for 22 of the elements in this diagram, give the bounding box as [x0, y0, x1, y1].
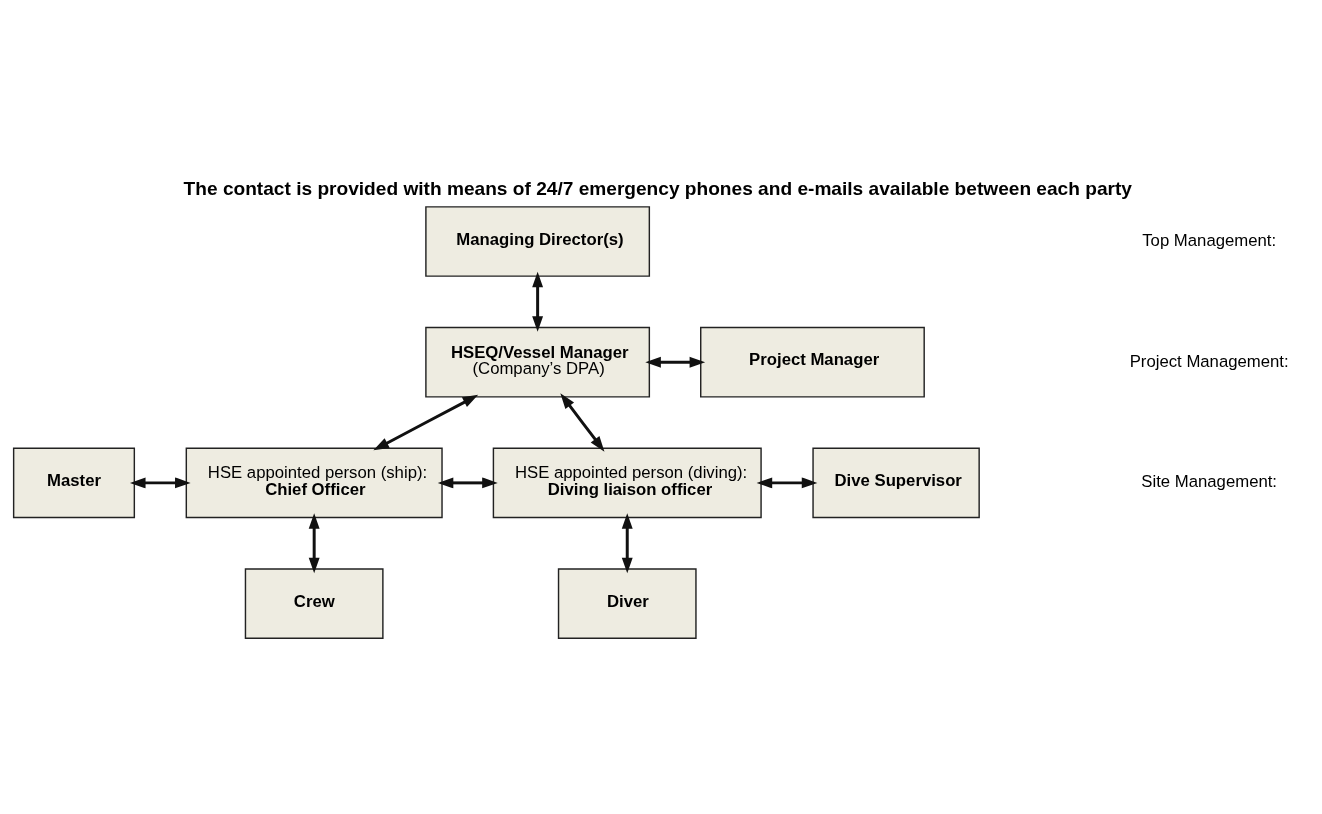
arrow: [437, 477, 498, 489]
arrow: [756, 477, 818, 489]
arrow: [129, 477, 191, 489]
label: Project Management:: [1129, 351, 1289, 371]
node-box: Master: [12, 447, 136, 519]
node-box: Diver: [557, 568, 697, 639]
node-box: Dive Supervisor: [812, 447, 980, 519]
arrow: [621, 513, 633, 574]
arrow: [560, 393, 605, 452]
arrow: [645, 356, 706, 368]
node-box: HSE appointed person (ship): Chief Officer: [185, 447, 443, 519]
label: Top Management:: [1142, 230, 1277, 250]
label: Site Management:: [1141, 472, 1278, 492]
node-box: HSEQ/Vessel Manager (Company’s DPA): [425, 326, 651, 398]
node-box: Crew: [244, 568, 384, 639]
node-box: HSE appointed person (diving): Diving liaison officer: [492, 447, 762, 519]
node-box: Project Manager: [700, 326, 925, 398]
arrow: [308, 513, 320, 574]
arrow: [373, 394, 479, 451]
diagram-title: The contact is provided with means of 24/7 emergency phones and e-mails available between each party: [183, 177, 1132, 199]
arrow: [532, 271, 544, 332]
node-box: Managing Director(s): [425, 206, 651, 277]
